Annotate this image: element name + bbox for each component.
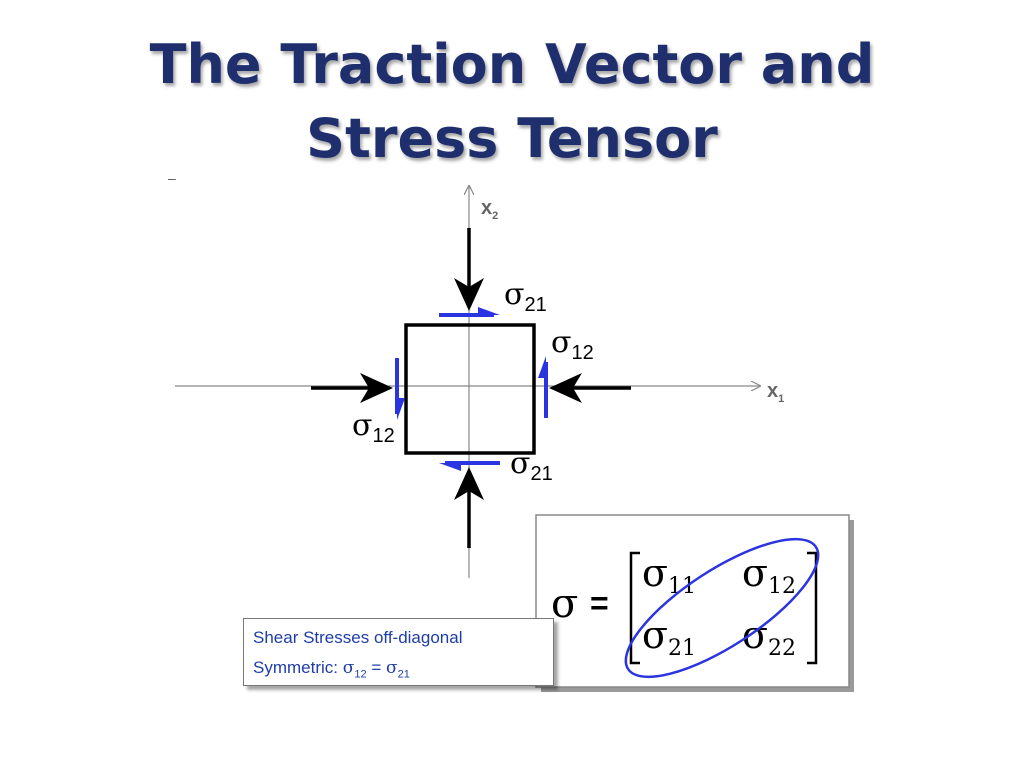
normal-arrow-top: [454, 228, 484, 311]
stress-element-square: [404, 323, 536, 455]
matrix-entry-12: σ12: [742, 551, 796, 599]
sigma-12-right-label: σ12: [551, 325, 594, 364]
normal-arrow-left: [311, 373, 393, 403]
x2-axis-label: x2: [481, 197, 498, 222]
matrix-right-bracket: [807, 551, 818, 665]
shear-arrow-left: [395, 358, 405, 420]
title-line-1: The Traction Vector and: [149, 33, 875, 96]
normal-arrow-right: [549, 373, 631, 403]
shear-arrow-right: [538, 356, 548, 418]
callout-line-shear: Shear Stresses off-diagonal: [253, 628, 463, 647]
callout-line-symmetric: Symmetric: σ12 = σ21: [253, 658, 410, 681]
x1-axis-label: x1: [767, 380, 784, 405]
stress-tensor-matrix-panel: σ = σ11 σ12 σ21 σ22: [535, 514, 854, 692]
sigma-21-bottom-label: σ21: [510, 446, 553, 485]
matrix-equals-sign: =: [590, 585, 609, 621]
shear-arrow-bottom: [439, 461, 500, 471]
sigma-21-top-label: σ21: [504, 277, 547, 316]
matrix-left-bracket: [629, 551, 640, 665]
normal-arrow-bottom: [454, 467, 484, 548]
matrix-entry-22: σ22: [742, 613, 796, 661]
off-diagonal-highlight-ellipse: [624, 537, 820, 679]
sigma-12-left-label: σ12: [352, 408, 395, 447]
page-title: The Traction Vector and Stress Tensor: [0, 28, 1024, 176]
title-line-2: Stress Tensor: [306, 107, 718, 170]
shear-arrow-top: [439, 307, 500, 317]
matrix-entry-11: σ11: [642, 551, 696, 599]
shear-stress-callout: Shear Stresses off-diagonal Symmetric: σ…: [243, 618, 554, 686]
matrix-sigma-symbol: σ: [551, 581, 578, 627]
corner-mark: –: [168, 170, 176, 186]
